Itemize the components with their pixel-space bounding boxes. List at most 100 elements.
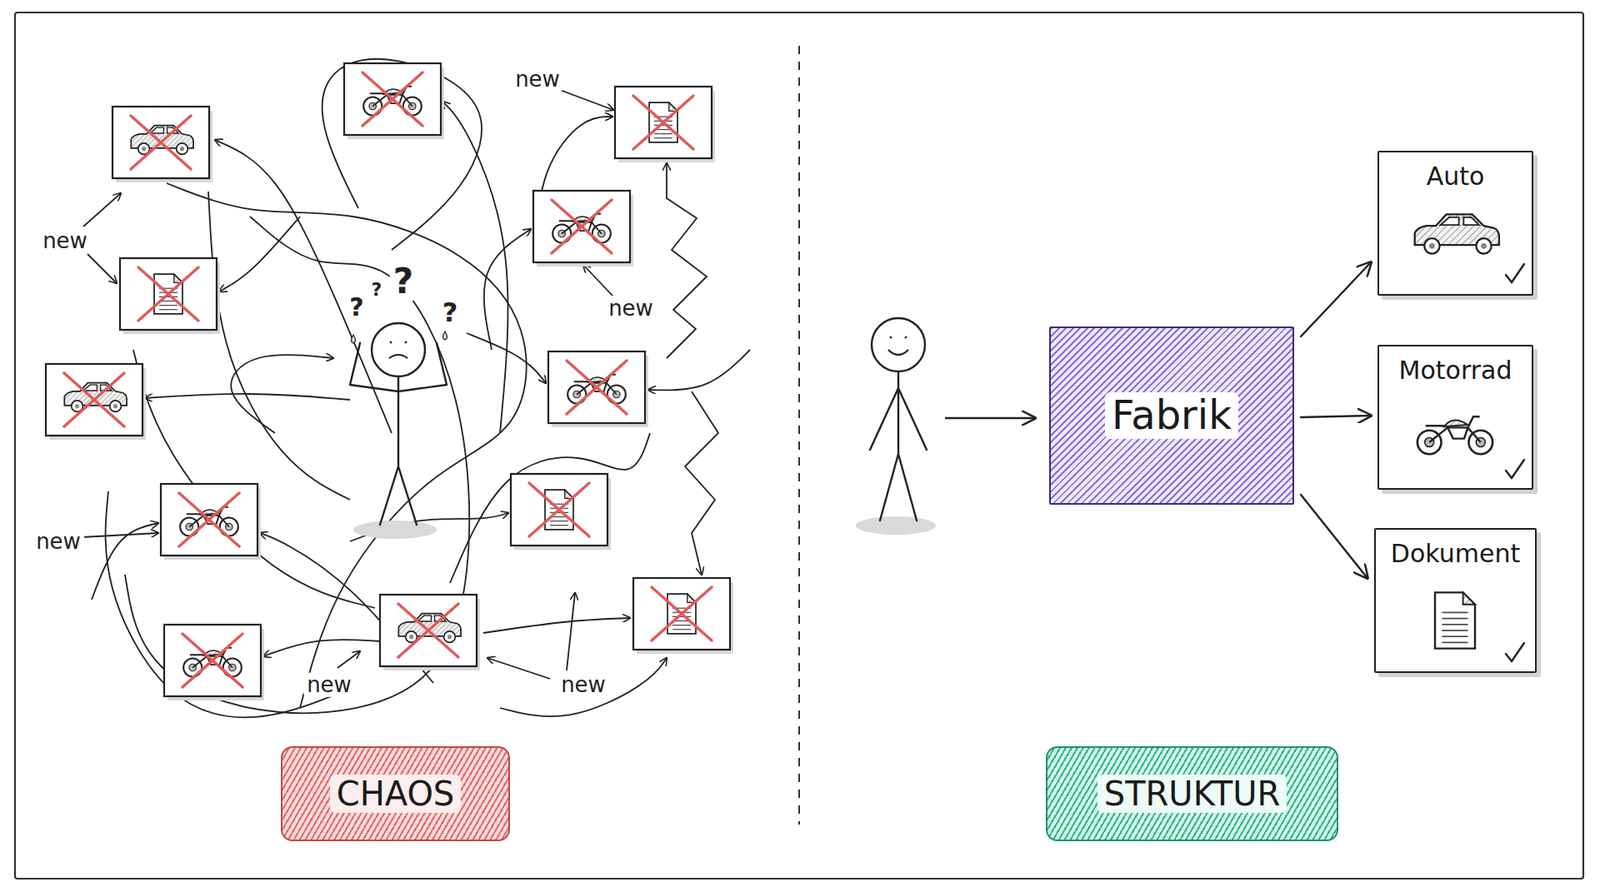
figure-shadow — [353, 520, 437, 540]
section-badge: CHAOS — [280, 746, 510, 842]
new-keyword: new — [511, 67, 564, 92]
doc-line — [672, 616, 691, 618]
moto-wheel — [1417, 430, 1442, 455]
figure-face — [389, 341, 408, 359]
flow-arrow — [1300, 495, 1368, 579]
red-cross — [651, 587, 712, 641]
crossed-box — [112, 106, 213, 183]
crossed-box — [45, 364, 146, 440]
product-box: Dokument — [1374, 528, 1537, 674]
tangled-arrow — [133, 350, 375, 609]
sweat-drop — [351, 331, 448, 344]
product-box: Auto — [1377, 150, 1534, 296]
frame — [15, 12, 1584, 880]
new-arrow — [487, 658, 550, 680]
doc-line — [1441, 618, 1468, 620]
tangled-arrow — [215, 140, 392, 434]
zigzag-arrow — [666, 163, 707, 359]
new-arrow — [83, 193, 121, 227]
doc-line — [159, 305, 178, 306]
tangled-arrow — [208, 191, 350, 500]
new-keyword: new — [39, 229, 91, 254]
car-hub — [113, 404, 118, 409]
crossed-box — [120, 258, 220, 335]
new-arrow — [566, 593, 575, 671]
figure-body — [350, 343, 447, 525]
box-frame — [380, 595, 477, 667]
red-cross — [138, 267, 199, 321]
red-cross — [362, 72, 423, 126]
node-title: Dokument — [1384, 540, 1527, 570]
tangled-arrow — [483, 618, 630, 634]
node-title: Motorrad — [1392, 356, 1520, 386]
red-cross — [566, 360, 627, 415]
crossed-box — [380, 595, 480, 671]
question-mark: ? — [390, 262, 417, 301]
figure-shadow — [855, 516, 936, 535]
box-frame — [615, 86, 712, 159]
figure-head — [371, 323, 425, 377]
question-mark: ? — [345, 293, 367, 321]
doc-line — [1441, 635, 1468, 638]
car-wheel — [110, 400, 122, 413]
happy-figure — [855, 318, 936, 535]
doc-line — [159, 309, 178, 310]
car-hub — [447, 635, 452, 640]
car-hub — [1429, 243, 1435, 250]
new-keyword: new — [303, 673, 355, 698]
checkmark — [1505, 460, 1525, 479]
car-icon — [1415, 214, 1500, 254]
input-arrow — [945, 417, 1035, 420]
checkmark — [1505, 264, 1525, 283]
car-wheel — [1475, 238, 1491, 254]
doc-page — [1435, 592, 1475, 649]
drawing — [15, 12, 1584, 880]
new-arrow — [337, 651, 360, 669]
red-cross — [64, 373, 125, 427]
doc-line — [1441, 612, 1468, 615]
tangled-arrow — [322, 59, 482, 250]
car-hub — [409, 635, 414, 640]
moto-tank — [1444, 420, 1469, 428]
box-frame — [120, 258, 217, 330]
crossed-box — [615, 86, 715, 163]
crossed-box — [633, 578, 734, 655]
car-hub — [75, 404, 80, 409]
doc-fold — [1463, 592, 1475, 605]
figure-face — [888, 336, 909, 355]
red-cross — [182, 634, 243, 688]
box-frame — [160, 484, 258, 556]
crossed-box — [344, 63, 445, 140]
confused-figure — [350, 323, 448, 540]
divider — [798, 45, 800, 825]
zigzag-arrow — [685, 391, 719, 575]
box-frame — [164, 625, 261, 697]
box-frame — [633, 578, 730, 650]
car-wheel — [1424, 238, 1440, 254]
car-wheel — [176, 143, 189, 155]
box-frame — [533, 190, 630, 263]
new-keyword: new — [557, 673, 610, 698]
red-cross — [398, 604, 459, 658]
flow-arrow — [1300, 262, 1371, 337]
tangled-arrow — [466, 333, 546, 384]
doc-line — [550, 520, 569, 522]
doc-line — [550, 512, 569, 514]
box-frame — [45, 364, 143, 436]
new-keyword: new — [32, 530, 85, 555]
tangled-arrow — [125, 216, 470, 714]
node-title: Auto — [1420, 162, 1492, 192]
tangled-arrow — [350, 513, 509, 542]
doc-line — [672, 625, 691, 626]
figure-head — [871, 318, 925, 372]
document-icon — [1435, 592, 1475, 649]
tangled-arrow — [230, 355, 334, 434]
tangled-arrow — [263, 640, 380, 657]
crossed-box — [548, 351, 649, 428]
motorcycle-icon — [1417, 416, 1493, 455]
node-title: Fabrik — [1105, 392, 1239, 439]
new-keyword: new — [605, 296, 657, 321]
tangled-arrow — [450, 433, 650, 584]
